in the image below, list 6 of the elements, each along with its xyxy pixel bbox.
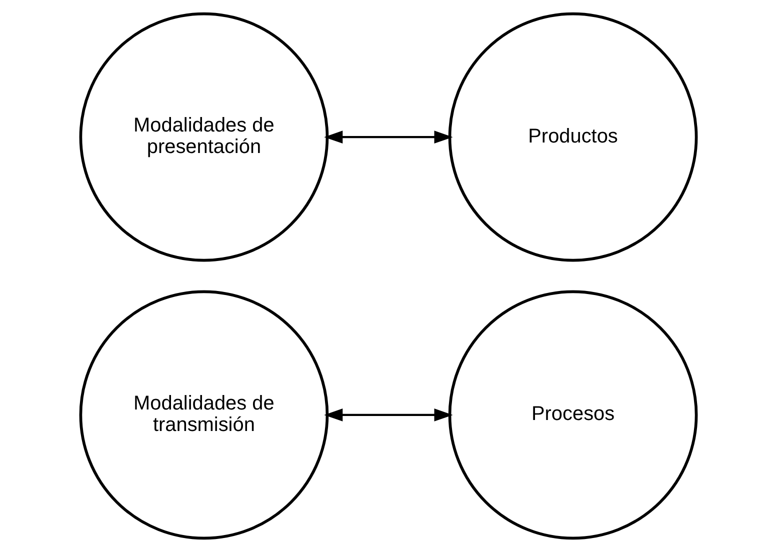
node-circle: Productos <box>448 12 698 262</box>
node-circle: Modalidades de presentación <box>78 12 328 262</box>
arrow <box>324 130 452 144</box>
arrow <box>324 408 452 422</box>
node-circle: Modalidades de transmisión <box>78 290 328 540</box>
node-circle: Procesos <box>448 290 698 540</box>
